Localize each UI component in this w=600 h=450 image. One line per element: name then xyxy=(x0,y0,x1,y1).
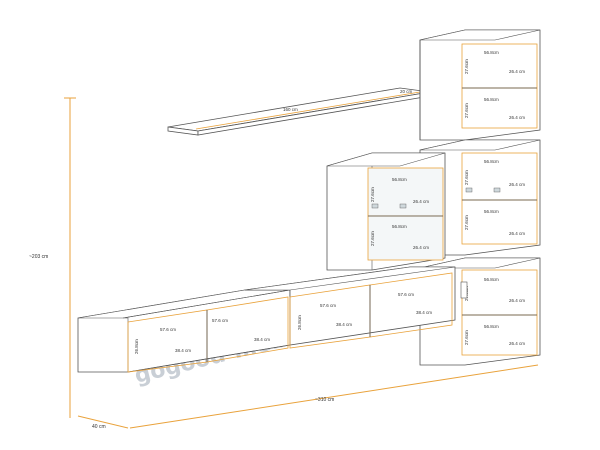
mid-width-label: 56.8cm xyxy=(484,159,499,164)
mid-depth-label: 26.4 cm xyxy=(509,182,525,187)
low-left-width-a: 57.6 cm xyxy=(160,327,176,332)
top-height-label: 27.6cm xyxy=(464,59,469,74)
low-right-width-a: 57.6 cm xyxy=(320,303,336,308)
mid-height-label: 27.6cm xyxy=(464,170,469,185)
floating-shelf: 160 cm 20 cm xyxy=(167,87,431,136)
low-left-depth-b: 38.4 cm xyxy=(254,337,270,342)
low-right-depth-b: 38.4 cm xyxy=(416,310,432,315)
height-label: ~203 cm xyxy=(29,254,48,260)
low-right-width-b: 57.6 cm xyxy=(398,292,414,297)
low-left-depth-a: 38.4 cm xyxy=(175,348,191,353)
bottom-depth2-label: 26.4 cm xyxy=(509,341,525,346)
top-depth2-label: 26.4 cm xyxy=(509,115,525,120)
cube-glass: 56.8cm 27.6cm 26.4 cm 56.8cm 27.6cm 26.4… xyxy=(326,152,446,271)
top-depth-label: 26.4 cm xyxy=(509,69,525,74)
top-width2-label: 56.8cm xyxy=(484,97,499,102)
shelf-depth-label: 20 cm xyxy=(400,89,413,94)
low-left-width-b: 57.6 cm xyxy=(212,318,228,323)
glass-depth-label: 26.4 cm xyxy=(413,199,429,204)
mid-depth2-label: 26.4 cm xyxy=(509,231,525,236)
mid-width2-label: 56.8cm xyxy=(484,209,499,214)
bottom-width2-label: 56.8cm xyxy=(484,324,499,329)
glass-height-label: 27.6cm xyxy=(370,187,375,202)
bottom-width-label: 56.8cm xyxy=(484,277,499,282)
low-right-depth-a: 38.4 cm xyxy=(336,322,352,327)
low-right-height: 26.8cm xyxy=(297,315,302,330)
height-dimension: ~203 cm xyxy=(29,97,76,418)
glass-height2-label: 27.6cm xyxy=(370,231,375,246)
cube-mid-right: 56.8cm 27.6cm 26.4 cm 56.8cm 27.6cm 26.4… xyxy=(419,139,541,256)
bottom-depth-label: 26.4 cm xyxy=(509,298,525,303)
depth-label: 40 cm xyxy=(92,424,106,430)
low-unit-right: 57.6 cm 57.6 cm 26.8cm 38.4 cm 38.4 cm xyxy=(244,266,468,349)
shelf-length-label: 160 cm xyxy=(283,107,298,112)
top-width-label: 56.8cm xyxy=(484,50,499,55)
glass-width2-label: 56.8cm xyxy=(392,224,407,229)
low-unit-left: 57.6 cm 57.6 cm 26.8cm 38.4 cm 38.4 cm xyxy=(77,289,291,373)
glass-width-label: 56.8cm xyxy=(392,177,407,182)
width-dimension: ~310 cm xyxy=(129,364,539,429)
cube-top-right: 56.8cm 27.6cm 26.4 cm 56.8cm 27.6cm 26.4… xyxy=(419,29,541,141)
width-label: ~310 cm xyxy=(315,397,334,403)
bottom-height2-label: 27.6cm xyxy=(464,330,469,345)
depth-dimension: 40 cm xyxy=(77,415,129,430)
mid-height2-label: 27.6cm xyxy=(464,215,469,230)
top-height2-label: 27.6cm xyxy=(464,103,469,118)
low-left-height: 26.8cm xyxy=(134,339,139,354)
glass-depth2-label: 26.4 cm xyxy=(413,245,429,250)
